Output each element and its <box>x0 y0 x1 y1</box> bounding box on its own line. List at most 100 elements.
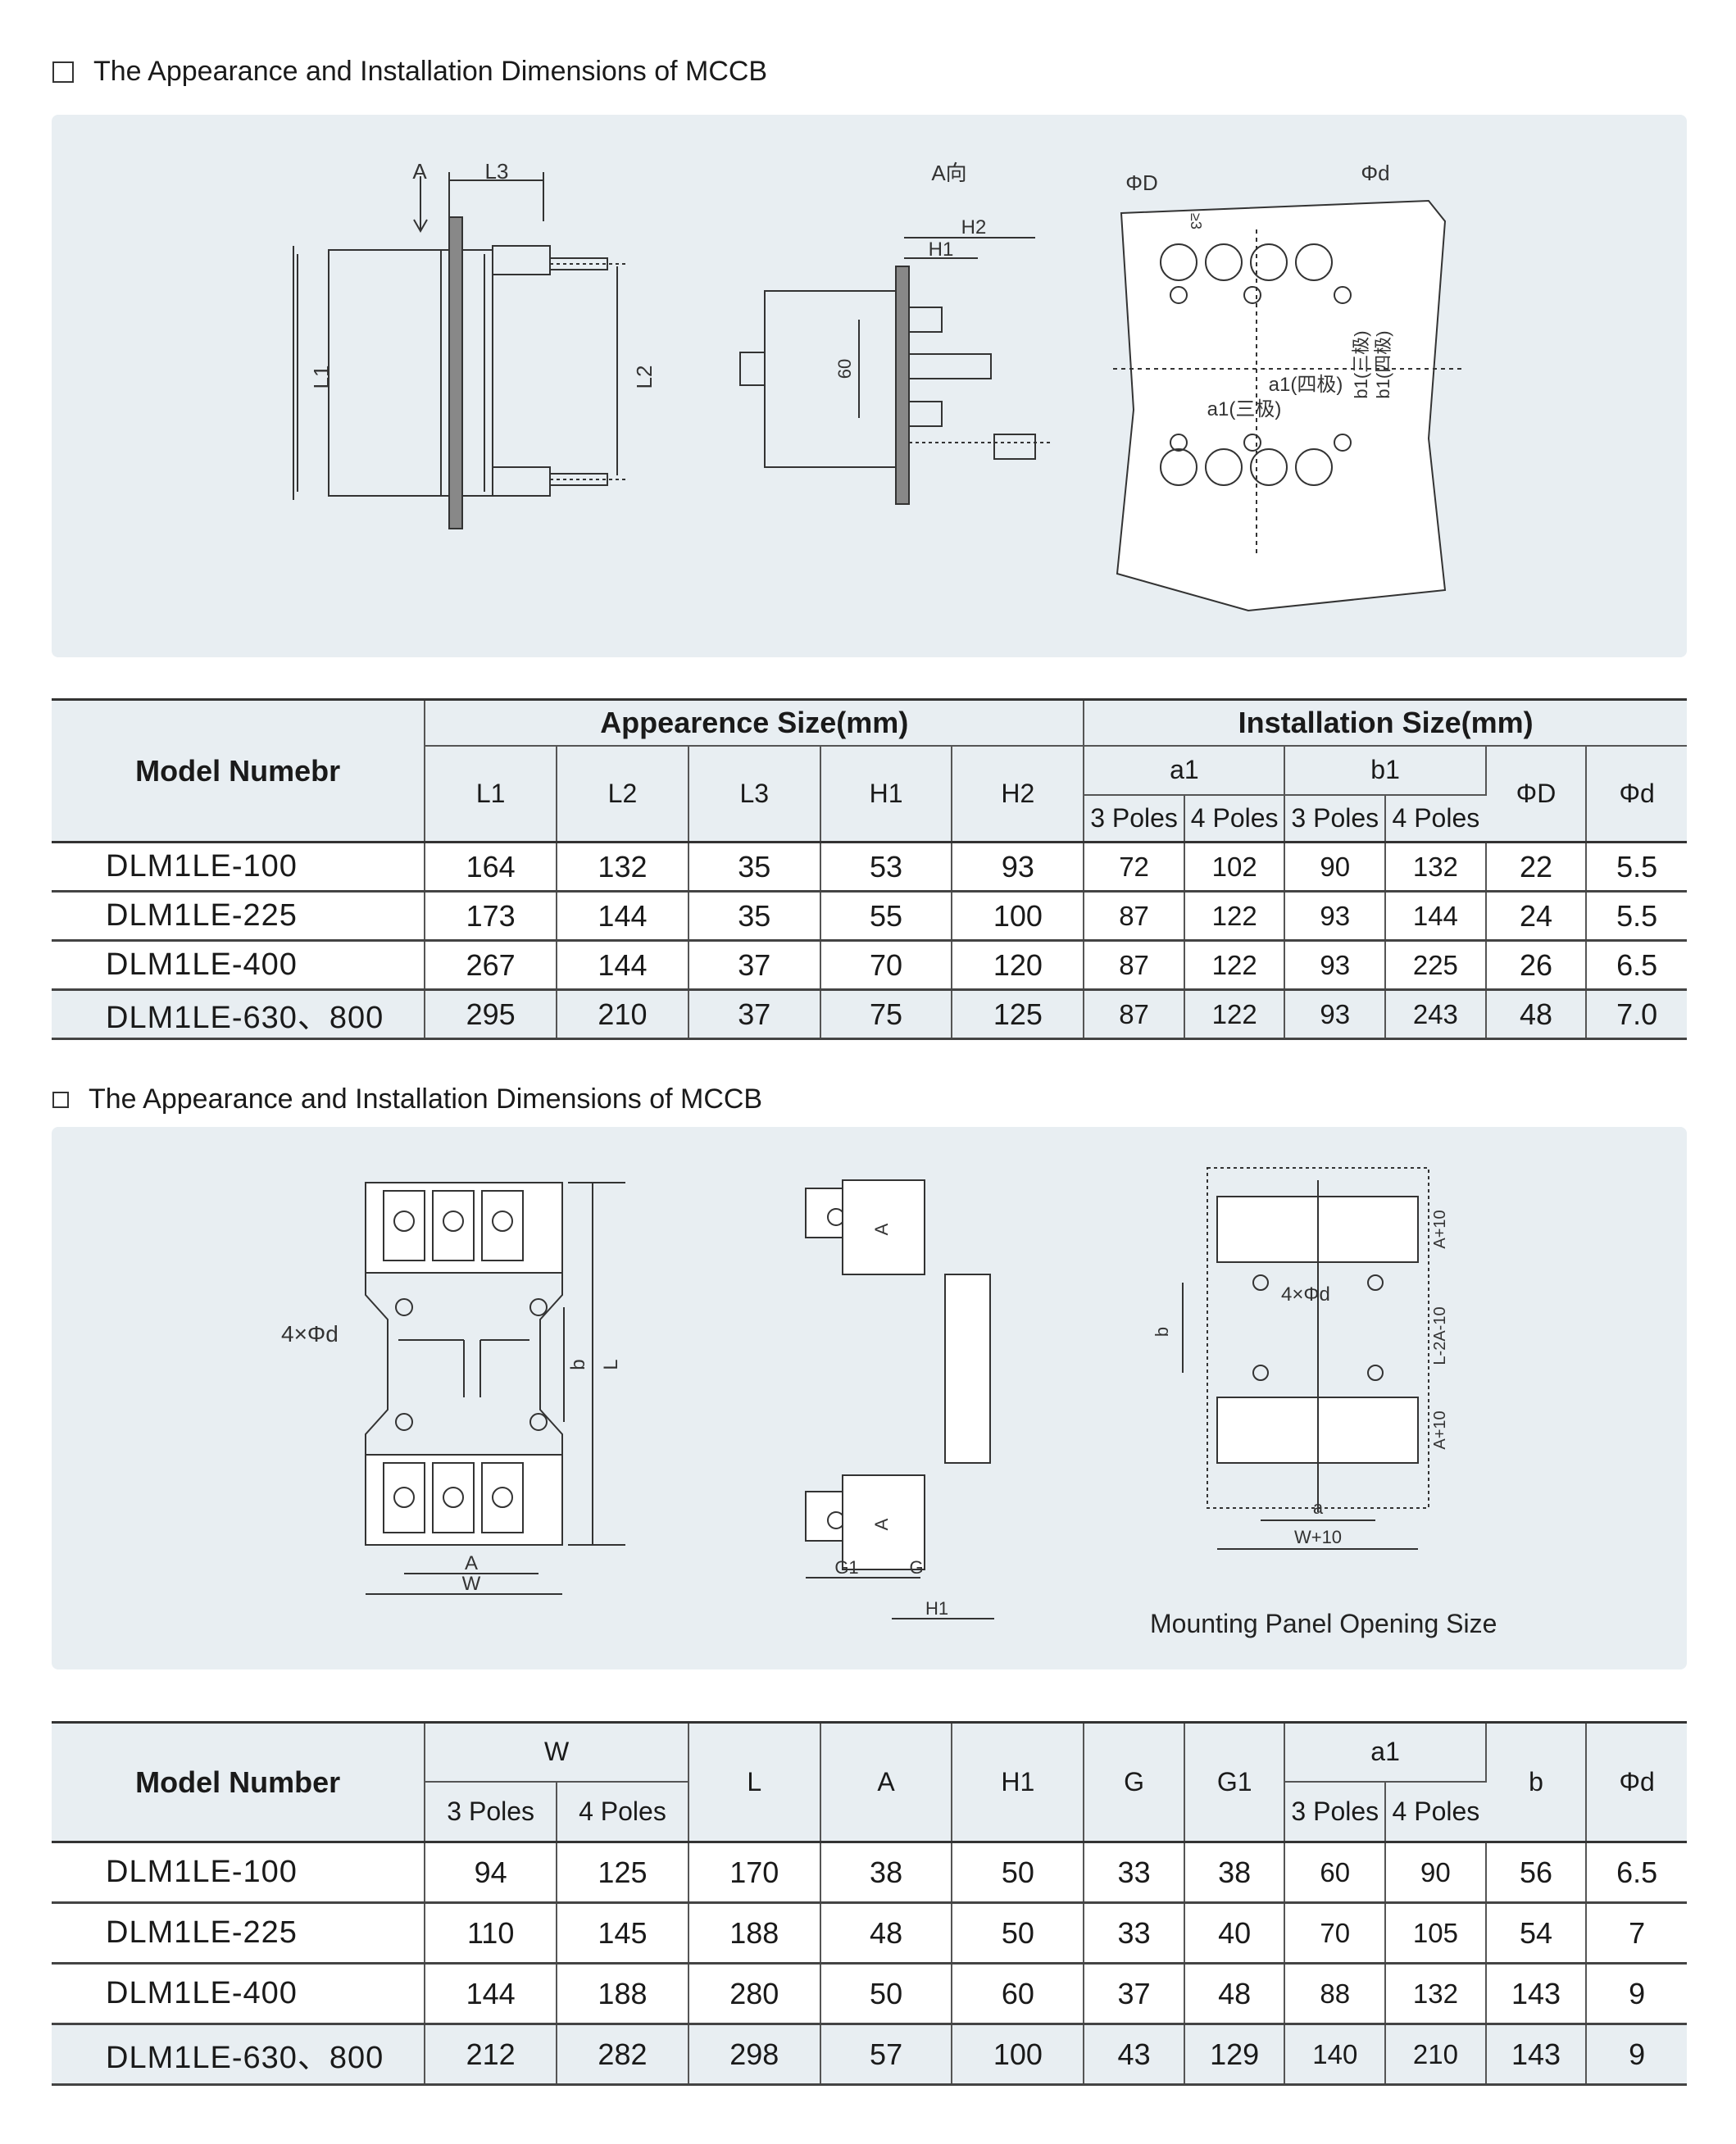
cell-L1: 173 <box>425 891 558 941</box>
label-60: 60 <box>834 359 855 379</box>
cell-G: 33 <box>1084 1902 1185 1964</box>
label-A10-lower: A+10 <box>1431 1410 1449 1449</box>
appearance-size-header: Appearence Size(mm) <box>425 698 1085 746</box>
table-row: DLM1LE-400 267 144 37 70 120 87 122 93 2… <box>52 940 1687 990</box>
label-b1-3: b1(三极) <box>1351 330 1371 398</box>
cell-H1: 50 <box>952 1842 1085 1903</box>
label-H1: H1 <box>925 1598 948 1619</box>
cell-L: 170 <box>688 1842 821 1903</box>
cell-A: 57 <box>820 2024 953 2085</box>
cell-a1-3: 87 <box>1084 989 1185 1039</box>
cell-G1: 38 <box>1184 1842 1286 1903</box>
label-Phid: Φd <box>1361 161 1389 185</box>
label-L2: L2 <box>632 366 657 389</box>
section1-drawing: A L3 L1 L2 A向 H2 H1 60 <box>293 159 1461 612</box>
cell-L: 298 <box>688 2024 821 2085</box>
cell-H2: 125 <box>952 989 1085 1039</box>
model-cell: DLM1LE-400 <box>52 1963 426 2024</box>
col-Phid: Φd <box>1586 1721 1687 1842</box>
cell-H2: 120 <box>952 940 1085 990</box>
cell-L: 188 <box>688 1902 821 1964</box>
col-a1: a1 <box>1284 1721 1487 1782</box>
label-H2: H2 <box>961 216 987 238</box>
section1-title: The Appearance and Installation Dimensio… <box>93 56 768 87</box>
model-cell: DLM1LE-100 <box>52 1842 426 1903</box>
table-row: DLM1LE-630、800 295 210 37 75 125 87 122 … <box>52 989 1687 1039</box>
cell-H1: 100 <box>952 2024 1085 2085</box>
label-b1-4: b1(四极) <box>1373 330 1393 398</box>
cell-W3: 110 <box>425 1902 558 1964</box>
cell-A: 50 <box>820 1963 953 2024</box>
cell-a1-4: 210 <box>1385 2024 1487 2085</box>
label-H1: H1 <box>929 238 954 261</box>
cell-H2: 100 <box>952 891 1085 941</box>
cell-L1: 295 <box>425 989 558 1039</box>
checkbox-icon <box>52 1091 69 1108</box>
cell-H1: 50 <box>952 1902 1085 1964</box>
section2-drawing-panel: 4×Φd b L A W A A G1 G H1 <box>52 1127 1687 1669</box>
model-header: Model Numebr <box>52 698 426 843</box>
col-H1: H1 <box>952 1721 1085 1842</box>
cell-Phid: 7 <box>1629 1915 1646 1950</box>
cell-W4: 282 <box>557 2024 689 2085</box>
label-A: A <box>465 1552 478 1574</box>
cell-Phid: 7.0 <box>1586 989 1687 1039</box>
col-W: W <box>425 1721 689 1782</box>
cell-Phid: 6.5 <box>1616 1855 1658 1889</box>
mounting-plate-drawing: ΦD Φd ≥3 a1(四极) a1(三极) b1(三极) b1(四极) <box>1113 161 1461 612</box>
cell-b1-3: 93 <box>1284 891 1387 941</box>
installation-size-header: Installation Size(mm) <box>1084 698 1687 746</box>
model-cell: DLM1LE-400 <box>52 940 426 990</box>
cell-a1-4: 122 <box>1184 940 1286 990</box>
col-H1: H1 <box>820 744 953 843</box>
cell-G1: 48 <box>1184 1963 1286 2024</box>
cell-a1-3: 87 <box>1084 940 1185 990</box>
label-G: G <box>909 1557 923 1578</box>
cell-Phid: 9 <box>1586 2024 1687 2085</box>
cell-b1-4: 243 <box>1385 989 1487 1039</box>
cell-H1: 53 <box>820 842 953 892</box>
col-a1-4-poles: 4 Poles <box>1385 1780 1486 1842</box>
col-L2: L2 <box>557 744 689 843</box>
cell-Phid: 5.5 <box>1616 849 1658 883</box>
panel-opening-drawing: 4×Φd b a W+10 A+10 L-2A-10 A+10 <box>1152 1167 1449 1550</box>
cell-H2: 93 <box>952 842 1085 892</box>
model-cell: DLM1LE-225 <box>52 1902 426 1964</box>
col-W-4-poles: 4 Poles <box>557 1780 689 1842</box>
cell-PhiD: 48 <box>1485 989 1588 1039</box>
cell-PhiD: 26 <box>1485 940 1588 990</box>
cell-L3: 35 <box>688 842 821 892</box>
section1-drawing-panel: A L3 L1 L2 A向 H2 H1 60 <box>52 115 1687 657</box>
front-view-drawing: 4×Φd b L A W <box>281 1182 625 1595</box>
cell-W4: 125 <box>557 1842 689 1903</box>
label-W10: W+10 <box>1294 1527 1342 1547</box>
label-a1-3: a1(三极) <box>1207 398 1282 420</box>
cell-H1: 55 <box>820 891 953 941</box>
col-a1-4-poles: 4 Poles <box>1184 793 1286 843</box>
label-a-view: A向 <box>931 161 966 185</box>
cell-W3: 94 <box>425 1842 558 1903</box>
model-cell: DLM1LE-225 <box>52 891 426 941</box>
cell-b: 143 <box>1485 1963 1588 2024</box>
col-A: A <box>820 1721 953 1842</box>
cell-H1: 75 <box>820 989 953 1039</box>
cell-A: 48 <box>820 1902 953 1964</box>
cell-L3: 35 <box>688 891 821 941</box>
table-row: DLM1LE-630、800 212 282 298 57 100 43 129… <box>52 2024 1687 2085</box>
label-a1-4: a1(四极) <box>1269 374 1343 396</box>
section2-dimension-table: Model Number W L A H1 G G1 a1 b Φd 3 Pol… <box>52 1721 1687 2086</box>
col-L: L <box>688 1721 821 1842</box>
cell-b1-4: 144 <box>1385 891 1487 941</box>
model-cell: DLM1LE-630、800 <box>52 989 426 1039</box>
col-H2: H2 <box>952 744 1085 843</box>
label-b: b <box>567 1359 589 1370</box>
cell-b1-4: 225 <box>1385 940 1487 990</box>
cell-G: 37 <box>1084 1963 1185 2024</box>
section2-drawing: 4×Φd b L A W A A G1 G H1 <box>281 1167 1449 1619</box>
cell-H1: 60 <box>952 1963 1085 2024</box>
cell-Phid: 9 <box>1629 1976 1646 2010</box>
model-header: Model Number <box>52 1721 426 1842</box>
col-W-3-poles: 3 Poles <box>425 1780 558 1842</box>
model-cell: DLM1LE-100 <box>52 842 426 892</box>
cell-a1-4: 90 <box>1385 1842 1487 1903</box>
